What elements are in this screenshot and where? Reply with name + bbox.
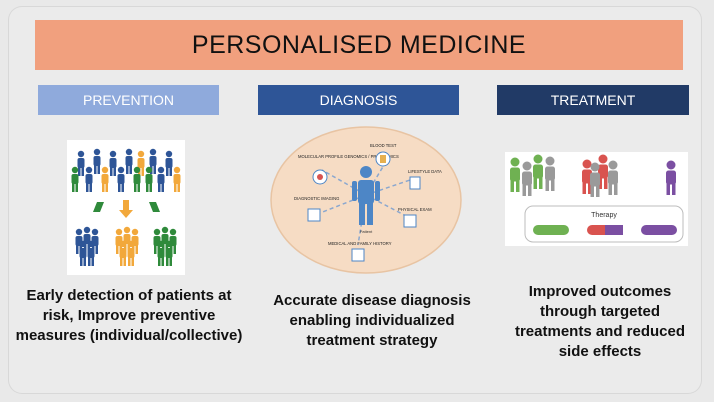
patient-label: Patient bbox=[360, 229, 373, 234]
patient-icon bbox=[352, 166, 380, 225]
page-title: PERSONALISED MEDICINE bbox=[191, 30, 527, 59]
green-group bbox=[153, 226, 177, 266]
population-groups-icon bbox=[71, 148, 181, 266]
diagnosis-caption: Accurate disease diagnosis enabling indi… bbox=[273, 292, 471, 349]
diagnosis-diagram: Patient MOLECULAR PROFILE GENOMICS / PRO… bbox=[270, 126, 462, 274]
heading-treatment: TREATMENT bbox=[497, 85, 689, 115]
label-physical-exam: PHYSICAL EXAM bbox=[398, 207, 432, 212]
treatment-caption: Improved outcomes through targeted treat… bbox=[514, 283, 686, 360]
therapy-label: Therapy bbox=[591, 212, 617, 219]
heading-prevention: PREVENTION bbox=[38, 85, 219, 115]
blood-test-icon bbox=[380, 155, 386, 163]
label-blood-test: BLOOD TEST bbox=[370, 143, 397, 148]
targeted-therapy-diagram: Therapy bbox=[510, 154, 684, 243]
label-history: MEDICAL AND FAMILY HISTORY bbox=[328, 241, 392, 246]
imaging-icon bbox=[307, 208, 321, 222]
treatment-illustration: Therapy bbox=[505, 152, 688, 246]
lifestyle-icon bbox=[409, 176, 421, 190]
physical-exam-icon bbox=[403, 214, 417, 228]
diagnosis-illustration: Patient MOLECULAR PROFILE GENOMICS / PRO… bbox=[270, 125, 462, 275]
label-imaging: DIAGNOSTIC IMAGING bbox=[294, 196, 339, 201]
dna-icon bbox=[317, 174, 323, 180]
heading-diagnosis: DIAGNOSIS bbox=[258, 85, 459, 115]
therapy-pill-purple bbox=[641, 225, 677, 235]
blue-group bbox=[75, 226, 99, 266]
orange-group bbox=[115, 226, 139, 266]
therapy-pill-green bbox=[533, 225, 569, 235]
prevention-illustration bbox=[67, 140, 185, 275]
label-lifestyle: LIFESTYLE DATA bbox=[408, 169, 442, 174]
label-molecular: MOLECULAR PROFILE GENOMICS / PROTEOMICS bbox=[298, 154, 399, 159]
prevention-caption: Early detection of patients at risk, Imp… bbox=[15, 287, 243, 344]
history-icon bbox=[351, 248, 365, 262]
title-banner: PERSONALISED MEDICINE bbox=[35, 20, 683, 70]
